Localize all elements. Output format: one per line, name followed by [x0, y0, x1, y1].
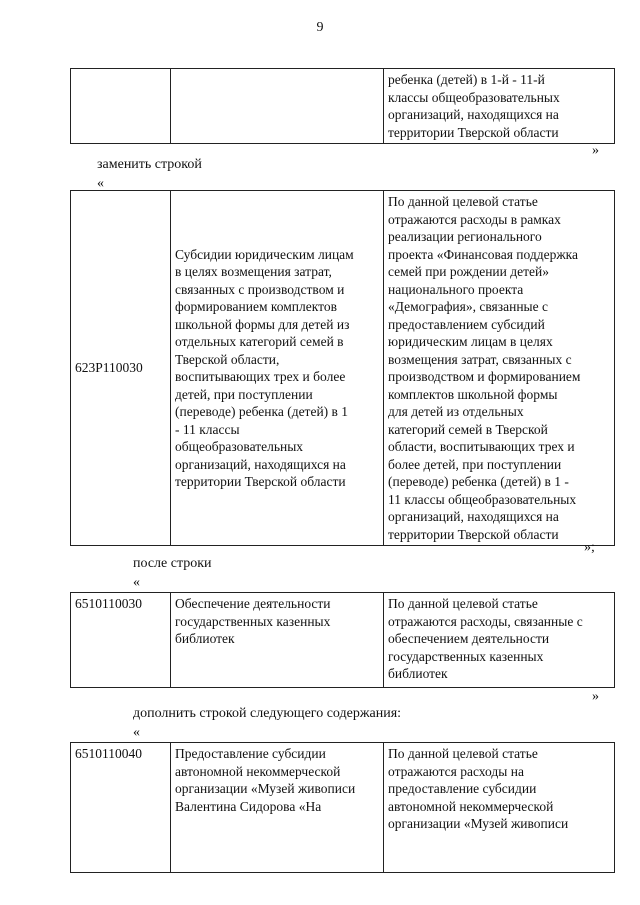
page-number: 9 [316, 20, 324, 35]
budget-table-replacement: 623P110030 Субсидии юридическим лицам в … [70, 190, 615, 546]
budget-table-new: 6510110040 Предоставление субсидии автон… [70, 742, 615, 873]
name-cell [170, 68, 384, 144]
opening-quote: « [133, 575, 140, 590]
code-cell: 6510110030 [70, 592, 171, 688]
opening-quote: « [97, 176, 104, 191]
code-cell: 623P110030 [70, 190, 171, 546]
description-cell: ребенка (детей) в 1-й - 11-й классы обще… [383, 68, 615, 144]
name-cell: Обеспечение деятельности государственных… [170, 592, 384, 688]
code-cell: 6510110040 [70, 742, 171, 873]
closing-quote: » [592, 143, 599, 158]
name-cell: Предоставление субсидии автономной неком… [170, 742, 384, 873]
table-row: ребенка (детей) в 1-й - 11-й классы обще… [70, 68, 615, 144]
closing-quote: »; [584, 540, 595, 555]
budget-table-reference: 6510110030 Обеспечение деятельности госу… [70, 592, 615, 688]
description-cell: По данной целевой статье отражаются расх… [383, 592, 615, 688]
table-row: 623P110030 Субсидии юридическим лицам в … [70, 190, 615, 546]
instruction-replace: заменить строкой [97, 157, 202, 172]
instruction-after-row: после строки [133, 556, 212, 571]
closing-quote: » [592, 689, 599, 704]
instruction-add-row: дополнить строкой следующего содержания: [133, 706, 402, 721]
opening-quote: « [133, 725, 140, 740]
description-cell: По данной целевой статье отражаются расх… [383, 190, 615, 546]
code-cell [70, 68, 171, 144]
table-row: 6510110030 Обеспечение деятельности госу… [70, 592, 615, 688]
description-cell: По данной целевой статье отражаются расх… [383, 742, 615, 873]
name-cell: Субсидии юридическим лицам в целях возме… [170, 190, 384, 546]
budget-table-continuation: ребенка (детей) в 1-й - 11-й классы обще… [70, 68, 615, 144]
table-row: 6510110040 Предоставление субсидии автон… [70, 742, 615, 873]
